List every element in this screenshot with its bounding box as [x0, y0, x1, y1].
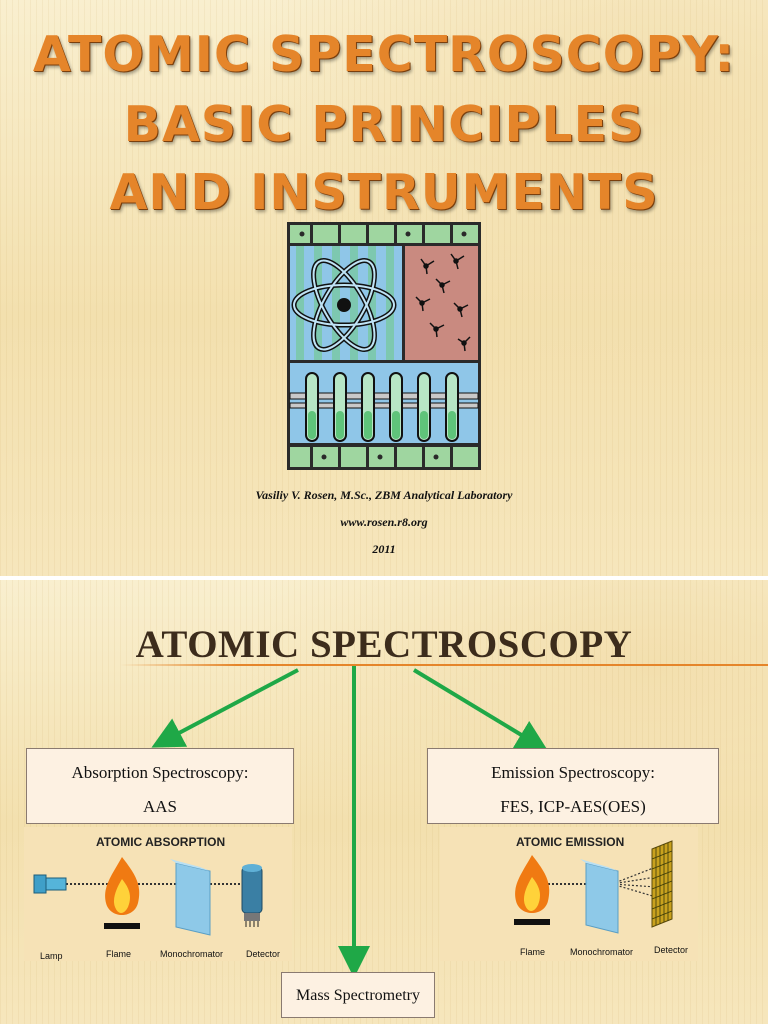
detector-label: Detector: [654, 945, 689, 955]
mass-spectrometry-label: Mass Spectrometry: [296, 987, 420, 1004]
title-slide: ATOMIC SPECTROSCOPY: BASIC PRINCIPLES AN…: [0, 0, 768, 576]
arrow-to-absorption: [151, 668, 299, 748]
absorption-label: Absorption Spectroscopy:: [71, 763, 249, 782]
website-text: www.rosen.r8.org: [340, 515, 428, 529]
title-line-3: AND INSTRUMENTS: [109, 164, 659, 221]
mass-spectrometry-box: Mass Spectrometry: [281, 972, 435, 1018]
monochromator-icon: [585, 862, 619, 934]
monochromator-icon: [175, 862, 211, 936]
monochromator-label: Monochromator: [160, 949, 224, 959]
branch-arrows: [151, 666, 549, 978]
overview-slide: ATOMIC SPECTROSCOPY Absorption Spectrosc…: [0, 580, 768, 1024]
absorption-box: Absorption Spectroscopy: AAS: [26, 748, 294, 824]
title-line-1: ATOMIC SPECTROSCOPY:: [32, 26, 736, 83]
atomic-lab-illustration: [287, 222, 481, 470]
atomic-emission-diagram: ATOMIC EMISSION: [440, 827, 698, 961]
flame-label: Flame: [520, 947, 546, 957]
lamp-label: Lamp: [40, 951, 63, 961]
year-text: 2011: [372, 542, 396, 556]
detector-icon: [241, 866, 263, 914]
flame-label: Flame: [106, 949, 132, 959]
detector-icon: [651, 840, 673, 928]
emission-technique: FES, ICP-AES(OES): [500, 797, 646, 816]
absorption-apparatus: [33, 857, 263, 936]
absorption-technique: AAS: [142, 797, 177, 816]
title-underline: [120, 664, 768, 666]
emission-apparatus: [514, 840, 673, 934]
emission-box: Emission Spectroscopy: FES, ICP-AES(OES): [427, 748, 719, 824]
detector-label: Detector: [246, 949, 281, 959]
slide-divider: [0, 576, 768, 580]
title-line-2: BASIC PRINCIPLES: [123, 96, 645, 153]
monochromator-label: Monochromator: [570, 947, 634, 957]
slide-title: ATOMIC SPECTROSCOPY: [135, 623, 633, 666]
author-credit: Vasiliy V. Rosen, M.Sc., ZBM Analytical …: [255, 488, 513, 502]
absorption-diagram-title: ATOMIC ABSORPTION: [96, 835, 226, 849]
emission-label: Emission Spectroscopy:: [491, 763, 655, 782]
arrow-to-emission: [412, 668, 549, 752]
atomic-absorption-diagram: ATOMIC ABSORPTION Lamp Flame Monochromat…: [24, 827, 292, 961]
lamp-icon: [33, 874, 47, 894]
emission-diagram-title: ATOMIC EMISSION: [516, 835, 625, 849]
